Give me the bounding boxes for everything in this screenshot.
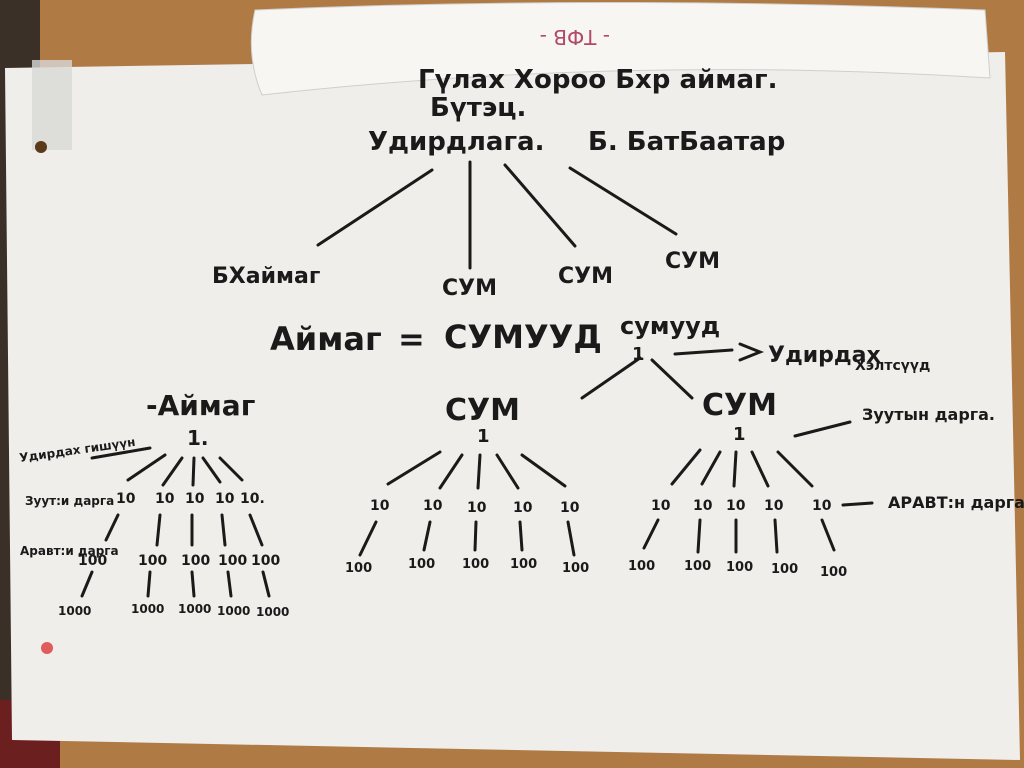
- mid-l2-1: 10: [423, 498, 443, 514]
- pin-hole: [35, 141, 47, 153]
- sheet-line-1: Гүлах Хороо Бхр аймаг.: [418, 65, 778, 95]
- left-l3-4: 100: [251, 553, 280, 569]
- equation-arrow-label-2: Хэлтсүүд: [855, 358, 930, 374]
- right-l3-0: 100: [628, 559, 655, 574]
- left-l2-3: 10: [215, 491, 235, 507]
- left-l4-4: 1000: [256, 605, 289, 619]
- left-tree-title: -Аймаг: [146, 389, 255, 422]
- mid-l2-2: 10: [467, 500, 487, 516]
- folded-top-sheet: [250, 2, 991, 96]
- arrow-to-udirdah: [580, 342, 765, 400]
- tape-strip: [32, 60, 72, 150]
- left-tree-values: 10 10 10 10 10. 100 100 100 100 100 1000…: [58, 491, 289, 619]
- top-tree-lines: [316, 160, 678, 270]
- left-tree-root: 1.: [187, 426, 209, 450]
- mid-l2-0: 10: [370, 498, 390, 514]
- right-l2-2: 10: [726, 498, 746, 514]
- left-l3-1: 100: [138, 553, 167, 569]
- right-l3-1: 100: [684, 559, 711, 574]
- right-l3-3: 100: [771, 562, 798, 577]
- left-l2-0: 10: [116, 491, 136, 507]
- top-fold-text: - ТФВ -: [540, 25, 610, 49]
- top-child-4: СУМ: [665, 249, 720, 274]
- right-tree-title: СУМ: [702, 388, 777, 423]
- right-l2-4: 10: [812, 498, 832, 514]
- top-child-2: СУМ: [442, 276, 497, 301]
- mid-tree-title: СУМ: [445, 393, 520, 428]
- sheet-heading: Удирдлага.: [368, 127, 544, 157]
- left-l4-3: 1000: [217, 604, 250, 618]
- right-label-root: Зуутын дарга.: [862, 405, 995, 424]
- pin-hole-red: [41, 642, 53, 654]
- right-label-l2: АРАВТ:н дарга.: [888, 493, 1024, 512]
- right-l2-1: 10: [693, 498, 713, 514]
- mid-l2-4: 10: [560, 500, 580, 516]
- right-l3-2: 100: [726, 560, 753, 575]
- mid-tree-root: 1: [477, 426, 490, 447]
- right-l2-0: 10: [651, 498, 671, 514]
- top-child-3: СУМ: [558, 264, 613, 289]
- right-l3-4: 100: [820, 565, 847, 580]
- equation-right: СУМУУД: [444, 318, 602, 356]
- left-tree-lines: [80, 446, 271, 598]
- mid-l3-1: 100: [408, 557, 435, 572]
- sheet-author: Б. БатБаатар: [588, 127, 785, 157]
- left-l3-3: 100: [218, 553, 247, 569]
- mid-l2-3: 10: [513, 500, 533, 516]
- equation-left: Аймаг: [270, 320, 382, 358]
- paper-sheet: [5, 52, 1020, 760]
- left-label-l3: Аравт:и дарга: [20, 544, 119, 558]
- equation-sub: сумууд: [620, 312, 720, 340]
- left-l4-0: 1000: [58, 604, 91, 618]
- left-l4-1: 1000: [131, 602, 164, 616]
- mid-l3-3: 100: [510, 557, 537, 572]
- right-tree-root: 1: [733, 424, 746, 445]
- left-l2-4: 10.: [240, 491, 265, 507]
- mid-l3-4: 100: [562, 561, 589, 576]
- left-l4-2: 1000: [178, 602, 211, 616]
- mid-tree-lines: [358, 450, 576, 557]
- right-tree-lines: [642, 420, 874, 554]
- equation-eq: =: [398, 320, 425, 358]
- top-child-1: БХаймаг: [212, 264, 320, 289]
- left-l3-0: 100: [78, 553, 107, 569]
- left-l2-1: 10: [155, 491, 175, 507]
- left-label-l2: Зуут:и дарга: [25, 494, 114, 508]
- mid-l3-0: 100: [345, 561, 372, 576]
- left-l2-2: 10: [185, 491, 205, 507]
- sheet-line-2: Бүтэц.: [430, 93, 526, 123]
- equation-arrow-label: Удирдах: [768, 343, 881, 368]
- mid-l3-2: 100: [462, 557, 489, 572]
- left-l3-2: 100: [181, 553, 210, 569]
- right-l2-3: 10: [764, 498, 784, 514]
